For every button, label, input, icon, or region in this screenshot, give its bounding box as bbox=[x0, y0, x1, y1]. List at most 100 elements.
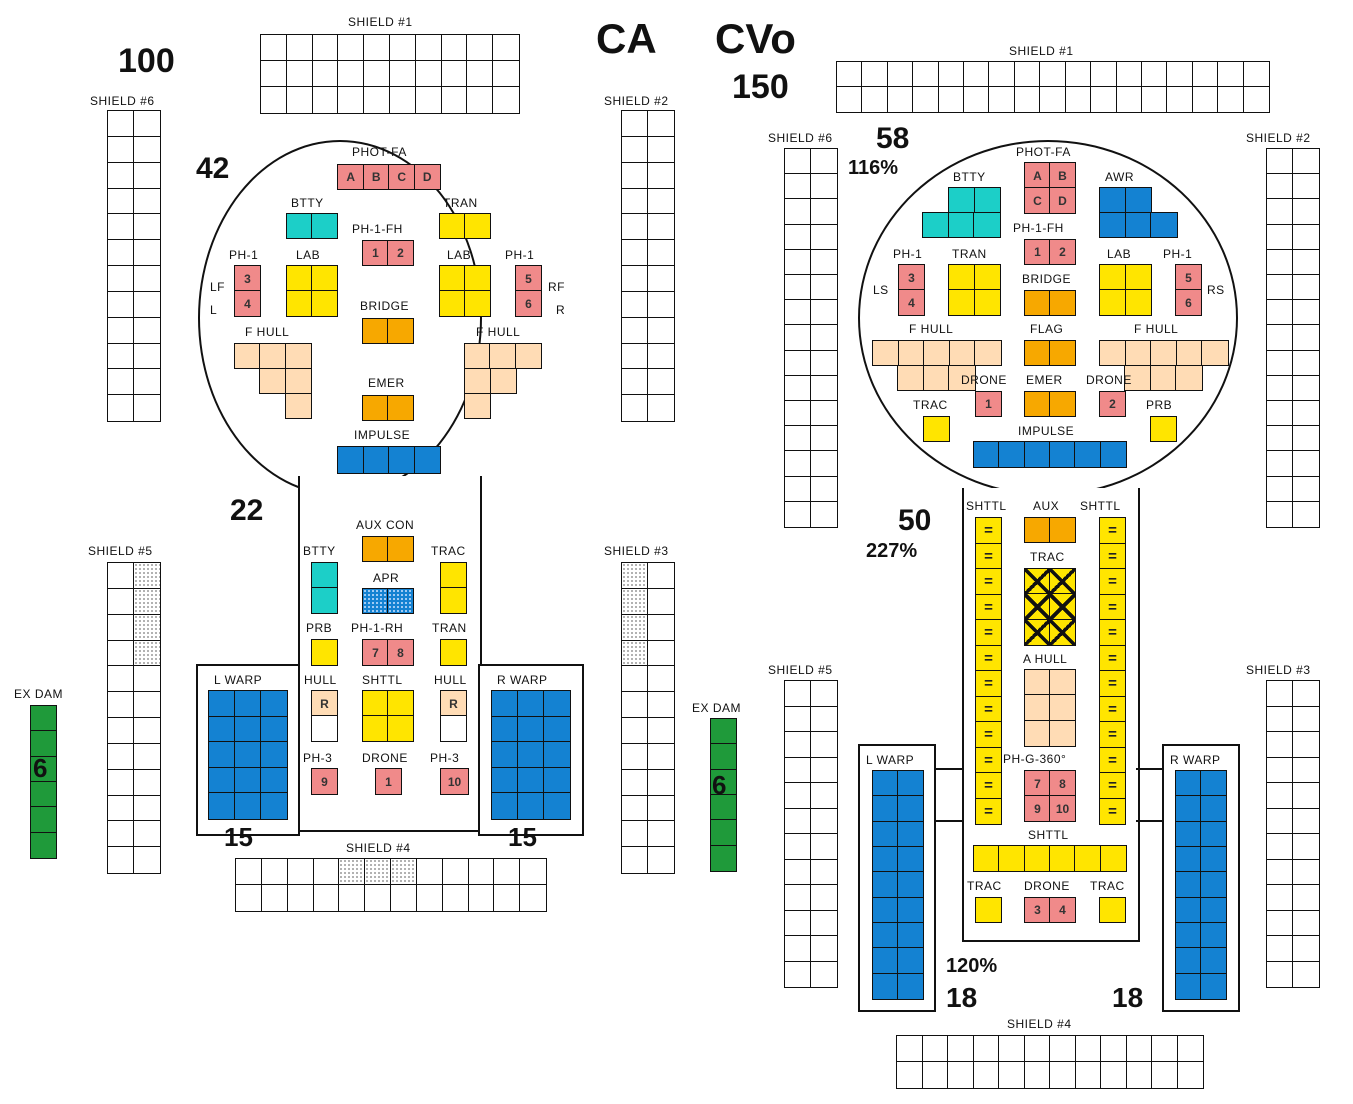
cvo-shield-2-box[interactable] bbox=[1266, 425, 1294, 453]
ca-rwarp-box[interactable] bbox=[543, 766, 571, 795]
cvo-shttl-l-box[interactable]: = bbox=[975, 772, 1002, 800]
ca-shield-6-box[interactable] bbox=[107, 342, 135, 371]
ca-shield-1-box[interactable] bbox=[466, 34, 495, 62]
cvo-shield-1-box[interactable] bbox=[1064, 86, 1093, 113]
ca-fhull-r-box[interactable] bbox=[514, 343, 543, 369]
ca-lab-l-box[interactable] bbox=[311, 265, 338, 292]
cvo-rwarp-box[interactable] bbox=[1200, 769, 1227, 798]
cvo-flag-box[interactable] bbox=[1024, 340, 1051, 366]
ca-shield-4-box[interactable] bbox=[235, 884, 263, 912]
cvo-rwarp-box[interactable] bbox=[1175, 921, 1202, 950]
ca-tran-box[interactable] bbox=[439, 213, 466, 239]
ca-shield-5-box[interactable] bbox=[133, 820, 161, 849]
ca-shield-4-box[interactable] bbox=[338, 858, 367, 886]
ca-impulse-box[interactable] bbox=[388, 446, 416, 474]
cvo-flag-boxes[interactable] bbox=[1024, 340, 1076, 366]
cvo-shield-4-box[interactable] bbox=[1100, 1035, 1128, 1063]
ca-lwarp-box[interactable] bbox=[234, 715, 262, 744]
cvo-shield-6-box[interactable] bbox=[810, 173, 838, 201]
ca-lab-r-box[interactable] bbox=[464, 265, 491, 292]
cvo-fhull-r-box[interactable] bbox=[1150, 340, 1178, 366]
ca-shield-5-boxes[interactable] bbox=[107, 562, 161, 874]
cvo-trac-box[interactable] bbox=[1024, 618, 1051, 647]
cvo-shield-3-box[interactable] bbox=[1266, 756, 1294, 784]
ca-hull-r-box[interactable] bbox=[440, 715, 467, 742]
ca-shield-4-box[interactable] bbox=[519, 884, 547, 912]
cvo-shield-6-box[interactable] bbox=[784, 248, 812, 277]
ca-shttl-box[interactable] bbox=[387, 715, 414, 742]
cvo-lwarp-box[interactable] bbox=[897, 871, 924, 899]
ca-shield-4-box[interactable] bbox=[467, 858, 496, 886]
ca-ph1-l-box[interactable]: 4 bbox=[234, 290, 261, 317]
ca-shield-1-box[interactable] bbox=[285, 34, 314, 62]
cvo-shield-2-box[interactable] bbox=[1292, 425, 1320, 453]
cvo-fhull-r-box[interactable] bbox=[1124, 340, 1153, 366]
cvo-ph1fh-box[interactable]: 1 bbox=[1024, 239, 1051, 265]
ca-shield-2-box[interactable] bbox=[621, 187, 649, 216]
ca-lab-l-box[interactable] bbox=[311, 290, 338, 317]
cvo-drone-r-box[interactable]: 2 bbox=[1099, 391, 1126, 417]
ca-shield-1-box[interactable] bbox=[363, 86, 391, 114]
cvo-shield-4-boxes[interactable] bbox=[896, 1035, 1204, 1089]
ca-apr-boxes[interactable] bbox=[362, 588, 414, 614]
cvo-shttl-l-box[interactable]: = bbox=[975, 670, 1002, 698]
cvo-shield-1-box[interactable] bbox=[886, 86, 915, 113]
cvo-shield-4-box[interactable] bbox=[921, 1035, 949, 1063]
cvo-btty-row1[interactable] bbox=[948, 187, 1001, 213]
cvo-shield-2-box[interactable] bbox=[1266, 198, 1294, 226]
cvo-shield-2-box[interactable] bbox=[1292, 324, 1320, 352]
cvo-shield-1-box[interactable] bbox=[1115, 86, 1143, 113]
ca-lab-l-box[interactable] bbox=[286, 265, 313, 292]
ca-ph1rh-box[interactable]: 8 bbox=[387, 639, 414, 666]
cvo-shield-2-box[interactable] bbox=[1292, 273, 1320, 302]
ca-exdam-box[interactable] bbox=[30, 704, 57, 733]
cvo-shttl-b-box[interactable] bbox=[1023, 845, 1052, 872]
cvo-rwarp-box[interactable] bbox=[1175, 972, 1202, 1001]
ca-shield-3-box[interactable] bbox=[647, 846, 675, 874]
ca-shield-5-box[interactable] bbox=[107, 562, 135, 590]
ca-bridge-box[interactable] bbox=[387, 318, 414, 344]
ca-shield-6-box[interactable] bbox=[133, 213, 161, 242]
cvo-phg-box[interactable]: 10 bbox=[1049, 795, 1076, 822]
ca-shield-5-box[interactable] bbox=[133, 768, 161, 797]
ca-rwarp-box[interactable] bbox=[491, 766, 519, 795]
ca-emer-box[interactable] bbox=[362, 395, 389, 421]
cvo-shield-2-box[interactable] bbox=[1292, 374, 1320, 403]
cvo-shield-4-box[interactable] bbox=[998, 1035, 1026, 1063]
ca-shield-5-box[interactable] bbox=[107, 820, 135, 849]
cvo-lab-box[interactable] bbox=[1124, 264, 1152, 291]
ca-prb-boxes[interactable] bbox=[311, 639, 338, 666]
ca-rwarp-box[interactable] bbox=[517, 690, 545, 718]
cvo-shield-1-box[interactable] bbox=[1242, 86, 1271, 113]
cvo-shield-1-box[interactable] bbox=[861, 86, 889, 113]
ca-btty-box[interactable] bbox=[286, 213, 313, 239]
cvo-shield-6-box[interactable] bbox=[810, 198, 838, 226]
ca-shield-1-box[interactable] bbox=[414, 60, 443, 88]
cvo-shttl-l-box[interactable]: = bbox=[975, 542, 1002, 570]
cvo-shield-2-box[interactable] bbox=[1292, 299, 1320, 327]
cvo-shield-1-box[interactable] bbox=[988, 86, 1016, 113]
cvo-impulse-box[interactable] bbox=[998, 441, 1026, 468]
ca-rwarp-box[interactable] bbox=[491, 690, 519, 718]
ca-shield-4-box[interactable] bbox=[390, 884, 418, 912]
cvo-phot-box[interactable]: A bbox=[1024, 162, 1051, 189]
cvo-shield-6-box[interactable] bbox=[784, 374, 812, 403]
cvo-rwarp-box[interactable] bbox=[1200, 921, 1227, 950]
ca-tran-boxes[interactable] bbox=[439, 213, 491, 239]
cvo-shield-6-box[interactable] bbox=[810, 147, 838, 176]
cvo-shield-3-box[interactable] bbox=[1292, 858, 1320, 886]
cvo-shield-5-box[interactable] bbox=[810, 833, 838, 861]
ca-shield-1-box[interactable] bbox=[311, 34, 340, 62]
ca-shield-6-box[interactable] bbox=[133, 239, 161, 267]
ca-impulse-box[interactable] bbox=[413, 446, 441, 474]
ca-trac-box[interactable] bbox=[440, 587, 467, 614]
cvo-shttl-l-box[interactable]: = bbox=[975, 721, 1002, 749]
cvo-rwarp-box[interactable] bbox=[1175, 820, 1202, 849]
ca-rwarp-boxes[interactable] bbox=[491, 690, 571, 820]
ca-fhull-r-box[interactable] bbox=[464, 393, 491, 419]
ca-ph1-r-box[interactable]: 6 bbox=[515, 290, 542, 317]
cvo-shield-5-box[interactable] bbox=[784, 731, 812, 759]
cvo-lwarp-box[interactable] bbox=[872, 820, 899, 849]
